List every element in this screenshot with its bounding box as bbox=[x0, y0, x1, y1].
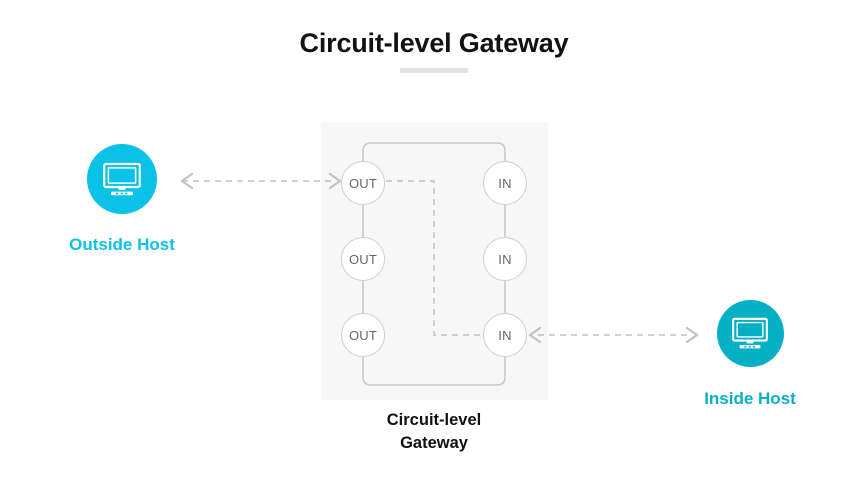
circuit-loop-path bbox=[362, 142, 506, 183]
inside-host-link-arrowhead-right bbox=[685, 326, 699, 344]
internal-circuit-dashed-path bbox=[386, 180, 483, 336]
gateway-in-port-3-label: IN bbox=[498, 327, 512, 343]
outside-host-link-arrowhead-right bbox=[328, 172, 342, 190]
gateway-in-port-1[interactable]: IN bbox=[483, 161, 527, 205]
outside-host-node[interactable]: Outside Host bbox=[22, 144, 222, 256]
outside-host-label: Outside Host bbox=[69, 235, 175, 254]
gateway-in-port-2[interactable]: IN bbox=[483, 237, 527, 281]
gateway-out-port-2-label: OUT bbox=[348, 251, 378, 267]
inside-host-label: Inside Host bbox=[704, 389, 796, 408]
gateway-caption: Circuit-level Gateway bbox=[334, 409, 534, 455]
gateway-caption-line-2: Gateway bbox=[400, 434, 468, 452]
gateway-caption-line-1: Circuit-level bbox=[386, 411, 482, 429]
circuit-loop-path-bottom bbox=[362, 335, 506, 386]
gateway-out-port-3[interactable]: OUT bbox=[341, 313, 385, 357]
gateway-out-port-1[interactable]: OUT bbox=[341, 161, 385, 205]
inside-host-node[interactable]: Inside Host bbox=[650, 300, 850, 410]
inside-host-circle[interactable] bbox=[716, 300, 784, 367]
gateway-out-port-3-label: OUT bbox=[348, 327, 378, 343]
title-divider bbox=[400, 68, 468, 73]
desktop-monitor-icon bbox=[103, 162, 141, 195]
desktop-monitor-icon bbox=[732, 317, 768, 349]
page-title: Circuit-level Gateway bbox=[299, 28, 569, 58]
outside-host-circle[interactable] bbox=[87, 144, 157, 214]
inside-host-link-arrowhead-left bbox=[528, 326, 542, 344]
gateway-in-port-1-label: IN bbox=[498, 175, 512, 191]
gateway-in-port-2-label: IN bbox=[498, 251, 512, 267]
gateway-out-port-1-label: OUT bbox=[348, 175, 378, 191]
gateway-in-port-3[interactable]: IN bbox=[483, 313, 527, 357]
outside-host-link-arrowhead-left bbox=[180, 172, 194, 190]
gateway-out-port-2[interactable]: OUT bbox=[341, 237, 385, 281]
